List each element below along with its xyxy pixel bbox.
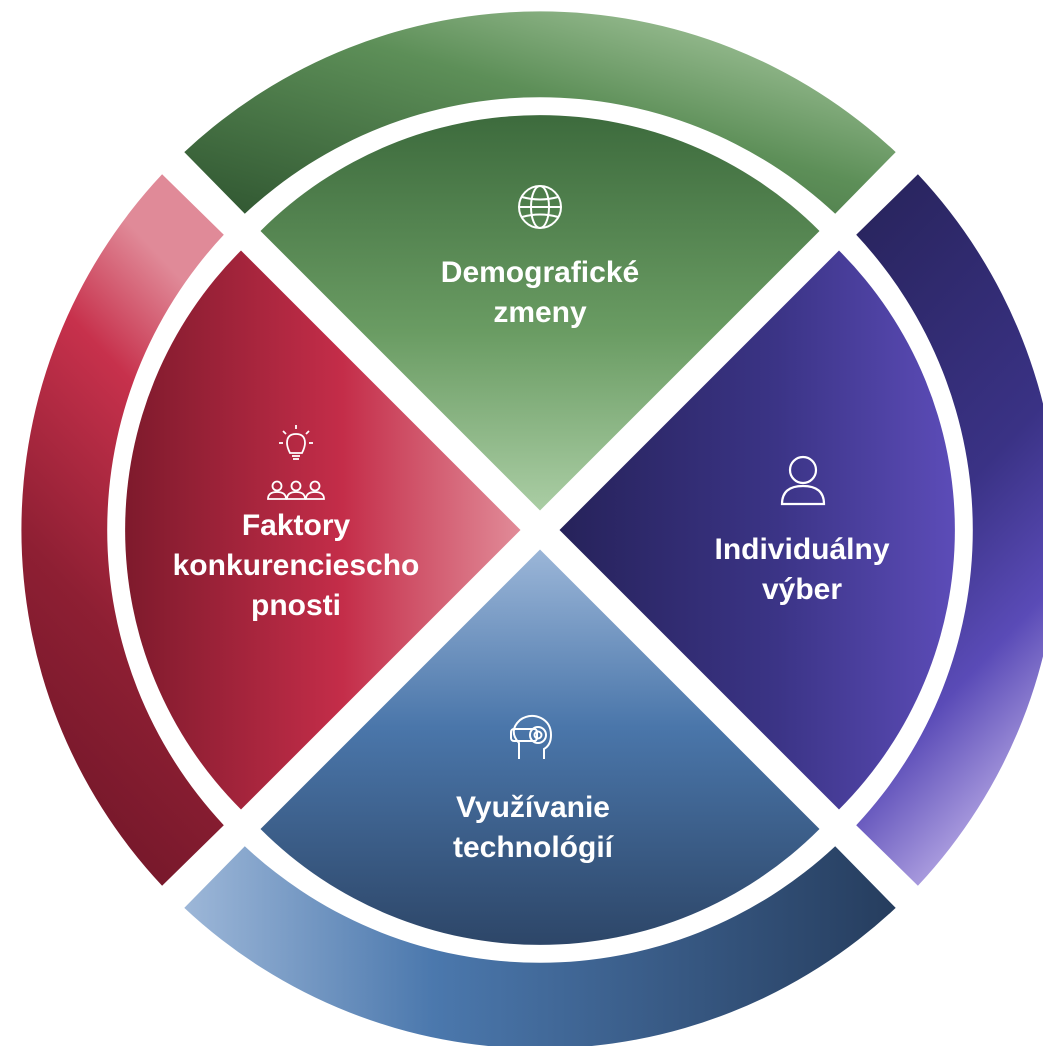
sector-right bbox=[559, 250, 955, 810]
sector-left bbox=[125, 250, 521, 810]
idea-team-icon bbox=[267, 425, 325, 500]
person-icon bbox=[780, 455, 826, 506]
outer-ring-left bbox=[21, 174, 224, 886]
outer-ring-bottom bbox=[184, 846, 896, 1046]
label-line: Demografické bbox=[440, 256, 640, 289]
label-line: konkurencieschо bbox=[172, 549, 420, 582]
label-line: výber bbox=[761, 573, 843, 606]
label-line: zmeny bbox=[493, 296, 587, 329]
label-line: Individuálny bbox=[714, 533, 890, 566]
label-line: pnosti bbox=[251, 589, 341, 622]
outer-ring-top bbox=[184, 11, 896, 214]
label-demographic-changes: Demografické zmeny bbox=[400, 253, 680, 333]
label-line: technológií bbox=[453, 831, 613, 864]
outer-ring-right bbox=[856, 174, 1043, 886]
label-competitiveness-factors: Faktory konkurencieschо pnosti bbox=[146, 506, 446, 626]
sector-top bbox=[260, 115, 820, 511]
label-technology-usage: Využívanie technológií bbox=[393, 788, 673, 868]
vr-headset-icon bbox=[510, 714, 553, 759]
globe-icon bbox=[518, 185, 562, 229]
label-line: Využívanie bbox=[456, 791, 610, 824]
label-individual-choice: Individuálny výber bbox=[682, 530, 922, 610]
label-line: Faktory bbox=[241, 509, 351, 542]
sector-bottom bbox=[260, 549, 820, 945]
